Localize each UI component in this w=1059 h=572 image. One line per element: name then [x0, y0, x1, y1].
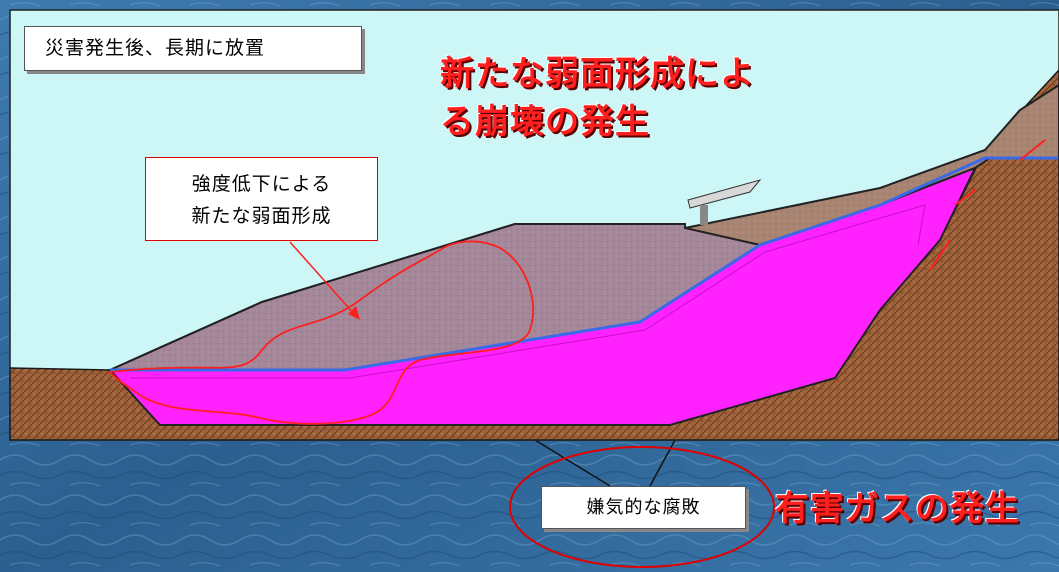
red-arrow-2 [1019, 139, 1046, 161]
anaerobic-ellipse [509, 446, 775, 568]
collapse-headline: 新たな弱面形成によ る崩壊の発生 [440, 50, 840, 146]
anaerobic-label: 嫌気的な腐敗 [541, 486, 746, 529]
weak-plane-arrowhead [348, 306, 360, 320]
red-arrow-3 [929, 239, 951, 271]
roof-support [700, 205, 708, 225]
anaerobic-leader-left [534, 439, 611, 487]
weak-plane-curve [109, 240, 534, 425]
red-arrow-1 [954, 189, 976, 206]
collapse-headline-line1: 新たな弱面形成によ [440, 54, 755, 94]
scene-frame [9, 9, 1059, 441]
water-line [110, 156, 1059, 372]
roof-structure [687, 179, 762, 209]
collapse-headline-line2: る崩壊の発生 [440, 102, 650, 142]
title-label: 災害発生後、長期に放置 [24, 26, 362, 71]
toxic-gas-headline: 有害ガスの発生 [775, 489, 1020, 529]
weak-plane-callout: 強度低下による 新たな弱面形成 [145, 157, 378, 241]
weak-plane-line1: 強度低下による [191, 173, 332, 195]
weak-plane-leader [289, 241, 356, 316]
waste-inner-line [130, 204, 926, 379]
weak-plane-line2: 新たな弱面形成 [191, 205, 332, 227]
